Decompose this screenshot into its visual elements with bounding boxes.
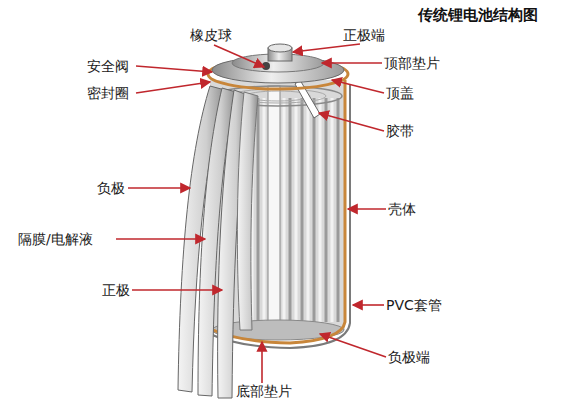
part-label: 安全阀 bbox=[87, 58, 129, 74]
inner-sheet bbox=[237, 92, 258, 330]
leader-line bbox=[332, 80, 384, 93]
leader-line bbox=[261, 342, 263, 383]
roll-layer bbox=[337, 98, 340, 322]
part-label: 底部垫片 bbox=[236, 383, 292, 399]
part-label: 隔膜/电解液 bbox=[18, 231, 93, 247]
roll-layer bbox=[257, 98, 260, 322]
part-label: 正极 bbox=[102, 282, 130, 298]
leader-line bbox=[132, 289, 222, 291]
roll-layer bbox=[313, 98, 316, 322]
part-label: 密封圈 bbox=[87, 85, 129, 101]
electrode-roll bbox=[252, 98, 338, 322]
leader-line bbox=[293, 44, 360, 52]
part-label: 负极端 bbox=[388, 349, 430, 365]
leader-line bbox=[128, 187, 190, 189]
leader-line bbox=[214, 45, 264, 67]
roll-layer bbox=[263, 98, 266, 322]
part-label: 负极 bbox=[97, 180, 125, 196]
leader-line bbox=[136, 66, 212, 72]
leader-line bbox=[353, 304, 384, 306]
roll-layer bbox=[301, 98, 304, 322]
roll-layer bbox=[325, 98, 328, 322]
leader-line bbox=[322, 62, 382, 64]
leader-line bbox=[320, 334, 386, 357]
roll-layer bbox=[307, 98, 310, 322]
center-mandrel bbox=[268, 86, 280, 326]
roll-layer bbox=[283, 98, 286, 322]
roll-layer bbox=[289, 98, 292, 322]
leader-line bbox=[348, 208, 386, 210]
diagram-title: 传统锂电池结构图 bbox=[418, 6, 538, 24]
part-label: 顶盖 bbox=[386, 85, 414, 101]
leader-line bbox=[136, 82, 210, 93]
roll-layer bbox=[319, 98, 322, 322]
part-label: 正极端 bbox=[343, 27, 385, 43]
part-label: PVC套管 bbox=[386, 297, 442, 313]
part-label: 顶部垫片 bbox=[384, 55, 440, 71]
part-label: 胶带 bbox=[386, 123, 414, 139]
part-label: 壳体 bbox=[388, 201, 416, 217]
positive-terminal-top bbox=[268, 44, 292, 52]
roll-layer bbox=[331, 98, 334, 322]
leader-lines bbox=[116, 44, 386, 383]
leader-line bbox=[116, 238, 205, 240]
roll-layer bbox=[295, 98, 298, 322]
leader-line bbox=[319, 113, 384, 131]
part-label: 橡皮球 bbox=[190, 27, 232, 43]
